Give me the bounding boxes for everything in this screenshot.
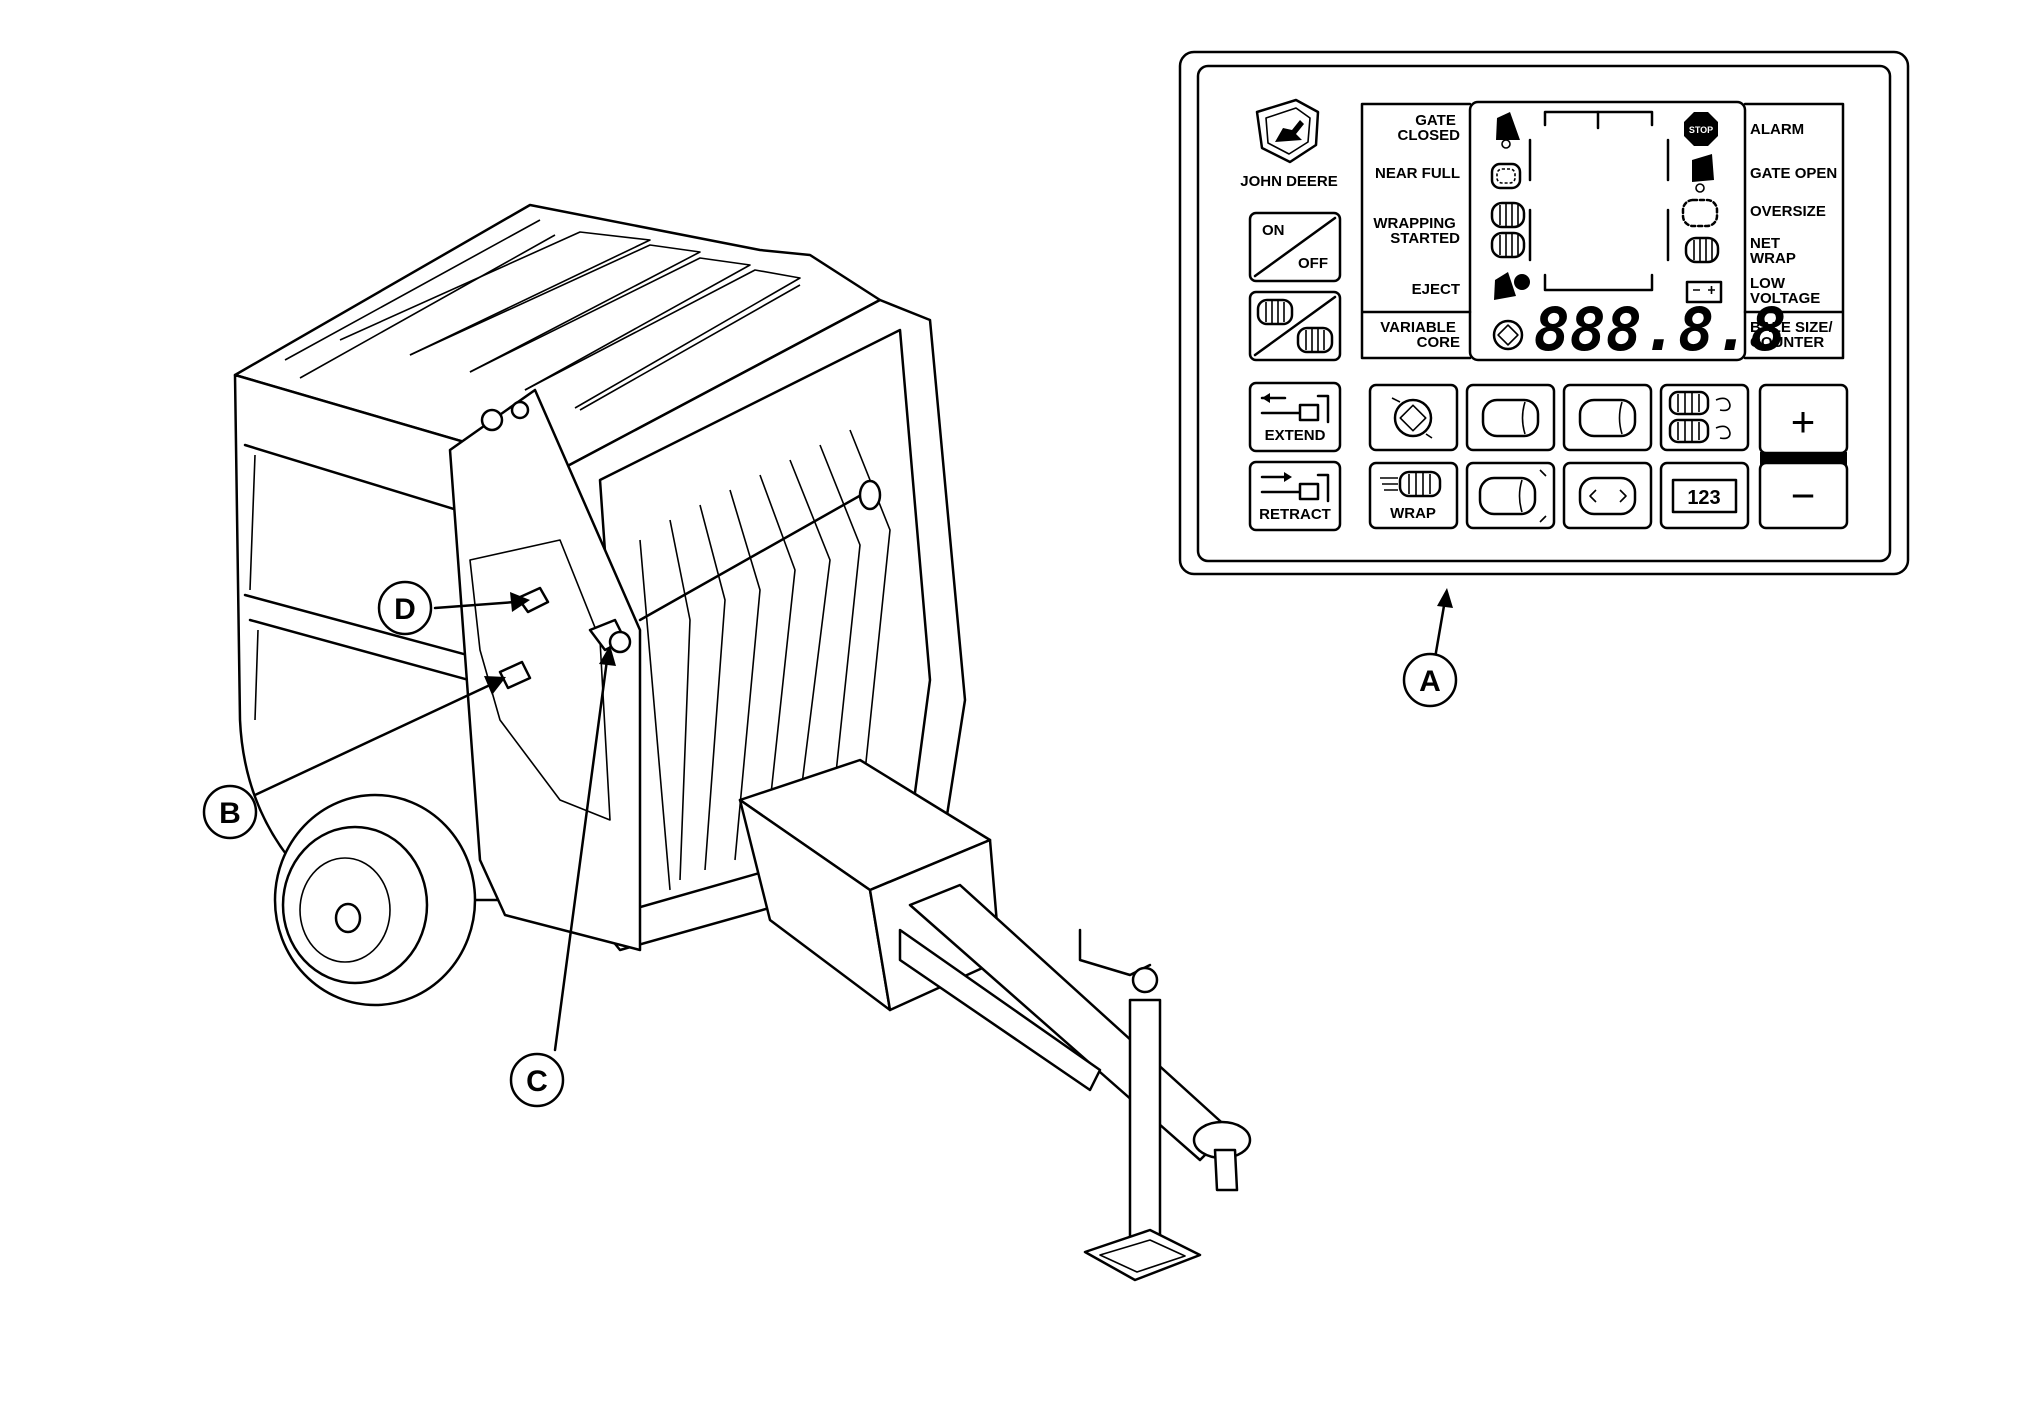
extend-cylinder-icon — [1260, 393, 1330, 424]
callout-leaders — [253, 588, 1453, 1052]
counter-icon: 123 — [1671, 478, 1738, 514]
minus-icon: − — [1791, 472, 1816, 519]
label-net-wrap: NET WRAP — [1750, 235, 1796, 267]
label-gate-open: GATE OPEN — [1750, 165, 1837, 182]
bale-shape-button[interactable] — [1562, 461, 1653, 530]
callout-d: D — [377, 580, 433, 636]
net-wrap-toggle-icon — [1256, 298, 1334, 354]
minus-button[interactable]: − — [1758, 461, 1849, 530]
oversize-setting-button[interactable] — [1465, 461, 1556, 530]
stop-sign-icon: STOP — [1684, 112, 1718, 146]
wrap-icon — [1380, 470, 1442, 498]
oversize-icon — [1681, 198, 1719, 228]
svg-text:A: A — [1419, 665, 1441, 698]
svg-text:RETRACT: RETRACT — [1259, 506, 1331, 523]
svg-text:WRAP: WRAP — [1390, 505, 1436, 522]
svg-text:OFF: OFF — [1298, 255, 1328, 272]
on-off-button[interactable]: ON OFF — [1248, 211, 1342, 283]
bale-density-button[interactable] — [1562, 383, 1653, 452]
label-alarm: ALARM — [1750, 121, 1804, 138]
variable-core-icon — [1492, 319, 1524, 351]
callout-c: C — [509, 1052, 565, 1108]
label-variable-core: VARIABLE CORE — [1380, 319, 1460, 351]
bale-monitor-panel: JOHN DEERE GATE CLOSED NEAR FULL WRAPPIN… — [1178, 50, 1910, 576]
label-oversize: OVERSIZE — [1750, 203, 1826, 220]
john-deere-deer-logo — [1255, 98, 1320, 164]
callout-a: A — [1402, 652, 1458, 708]
core-adjust-button[interactable] — [1368, 383, 1459, 452]
lcd-display — [1468, 100, 1747, 362]
wrapping-icon — [1490, 201, 1526, 259]
svg-text:C: C — [526, 1065, 548, 1098]
core-adjust-icon — [1391, 397, 1433, 439]
eject-icon — [1494, 272, 1530, 300]
gate-open-icon — [1692, 154, 1714, 193]
plus-button[interactable]: + — [1758, 383, 1849, 455]
twine-wrap-button[interactable] — [1659, 383, 1750, 452]
label-low-voltage: LOW VOLTAGE — [1750, 275, 1820, 307]
plus-icon: + — [1791, 398, 1816, 445]
svg-text:B: B — [219, 797, 241, 830]
bale-density-icon — [1578, 398, 1637, 438]
bale-diameter-icon — [1481, 398, 1540, 438]
twine-wrap-icon — [1668, 390, 1731, 444]
brand-name: JOHN DEERE — [1240, 173, 1338, 190]
callout-b: B — [202, 784, 258, 840]
extend-button[interactable]: EXTEND — [1248, 381, 1342, 453]
label-bale-size-counter: BALE SIZE/ COUNTER — [1750, 319, 1837, 351]
svg-text:ON: ON — [1262, 222, 1285, 239]
counter-button[interactable]: 123 — [1659, 461, 1750, 530]
battery-icon — [1685, 280, 1723, 304]
gate-closed-icon — [1496, 112, 1520, 149]
bale-size-readout: 888.8.8 — [1534, 295, 1787, 365]
svg-text:STOP: STOP — [1689, 125, 1713, 135]
wrap-button[interactable]: WRAP — [1368, 461, 1459, 530]
label-gate-closed: GATE CLOSED — [1397, 112, 1460, 144]
round-baler-illustration — [233, 203, 1252, 1282]
bale-diameter-button[interactable] — [1465, 383, 1556, 452]
label-wrapping-started: WRAPPING STARTED — [1373, 215, 1460, 247]
retract-cylinder-icon — [1260, 472, 1330, 503]
svg-text:EXTEND: EXTEND — [1265, 427, 1326, 444]
net-wrap-icon — [1684, 236, 1720, 264]
near-full-icon — [1490, 162, 1522, 190]
label-eject: EJECT — [1412, 281, 1460, 298]
svg-text:D: D — [394, 593, 416, 626]
net-wrap-toggle-button[interactable] — [1248, 290, 1342, 362]
svg-text:123: 123 — [1687, 487, 1720, 509]
label-near-full: NEAR FULL — [1375, 165, 1460, 182]
retract-button[interactable]: RETRACT — [1248, 460, 1342, 532]
